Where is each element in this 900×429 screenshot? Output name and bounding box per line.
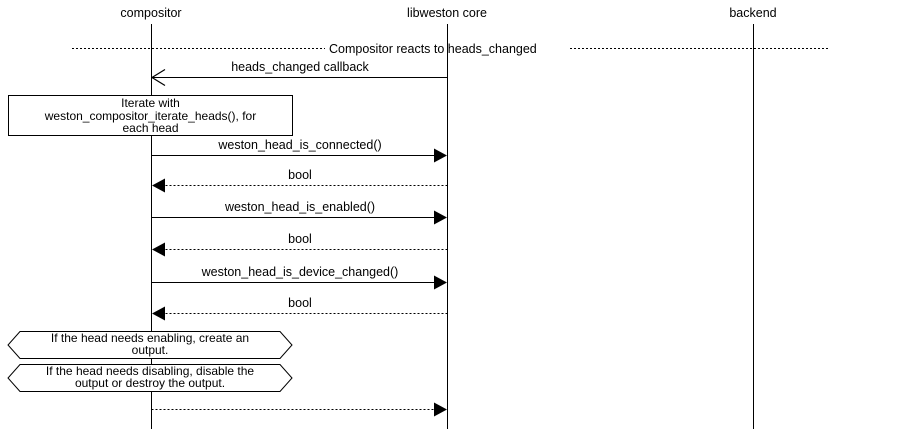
lifeline-label-compositor: compositor xyxy=(120,6,181,20)
note-iterate-heads-line-3: each head xyxy=(122,121,178,135)
condition-disable-head-line-1: If the head needs disabling, disable the xyxy=(46,364,254,378)
condition-disable-head-line-2: output or destroy the output. xyxy=(75,376,225,390)
message-bool-return-device-changed[interactable]: bool xyxy=(152,296,448,321)
message-weston-head-is-connected[interactable]: weston_head_is_connected() xyxy=(151,138,448,163)
arrowhead-filled-icon xyxy=(434,210,447,225)
message-final-return[interactable] xyxy=(151,402,448,417)
separator-compositor-reacts: Compositor reacts to heads_changed xyxy=(72,42,830,56)
arrowhead-open-icon xyxy=(150,68,166,87)
message-label-weston-head-is-connected: weston_head_is_connected() xyxy=(217,138,381,152)
condition-enable-head: If the head needs enabling, create an ou… xyxy=(7,331,293,359)
message-label-bool-return-connected: bool xyxy=(288,168,312,182)
message-heads-changed-callback[interactable]: heads_changed callback xyxy=(150,60,448,87)
lifeline-label-libweston-core: libweston core xyxy=(407,6,487,20)
condition-disable-head-shape xyxy=(7,364,293,392)
message-weston-head-is-device-changed[interactable]: weston_head_is_device_changed() xyxy=(151,265,448,290)
note-iterate-heads: Iterate with weston_compositor_iterate_h… xyxy=(8,95,293,136)
arrowhead-filled-icon xyxy=(152,242,165,257)
arrowhead-filled-icon xyxy=(434,402,447,417)
condition-enable-head-shape xyxy=(7,331,293,359)
arrowhead-filled-icon xyxy=(152,178,165,193)
message-label-weston-head-is-enabled: weston_head_is_enabled() xyxy=(224,200,375,214)
message-label-bool-return-enabled: bool xyxy=(288,232,312,246)
arrowhead-filled-icon xyxy=(434,275,447,290)
arrowhead-filled-icon xyxy=(434,148,447,163)
message-label-heads-changed-callback: heads_changed callback xyxy=(231,60,369,74)
message-weston-head-is-enabled[interactable]: weston_head_is_enabled() xyxy=(151,200,448,225)
message-label-bool-return-device-changed: bool xyxy=(288,296,312,310)
message-label-weston-head-is-device-changed: weston_head_is_device_changed() xyxy=(201,265,399,279)
message-bool-return-connected[interactable]: bool xyxy=(152,168,448,193)
message-bool-return-enabled[interactable]: bool xyxy=(152,232,448,257)
separator-label: Compositor reacts to heads_changed xyxy=(329,42,537,56)
condition-disable-head: If the head needs disabling, disable the… xyxy=(7,364,293,392)
condition-enable-head-line-2: output. xyxy=(132,343,169,357)
note-iterate-heads-line-2: weston_compositor_iterate_heads(), for xyxy=(44,109,256,123)
note-iterate-heads-box xyxy=(8,95,293,136)
lifeline-label-backend: backend xyxy=(729,6,776,20)
arrowhead-filled-icon xyxy=(152,306,165,321)
note-iterate-heads-line-1: Iterate with xyxy=(121,96,180,110)
condition-enable-head-line-1: If the head needs enabling, create an xyxy=(51,331,249,345)
